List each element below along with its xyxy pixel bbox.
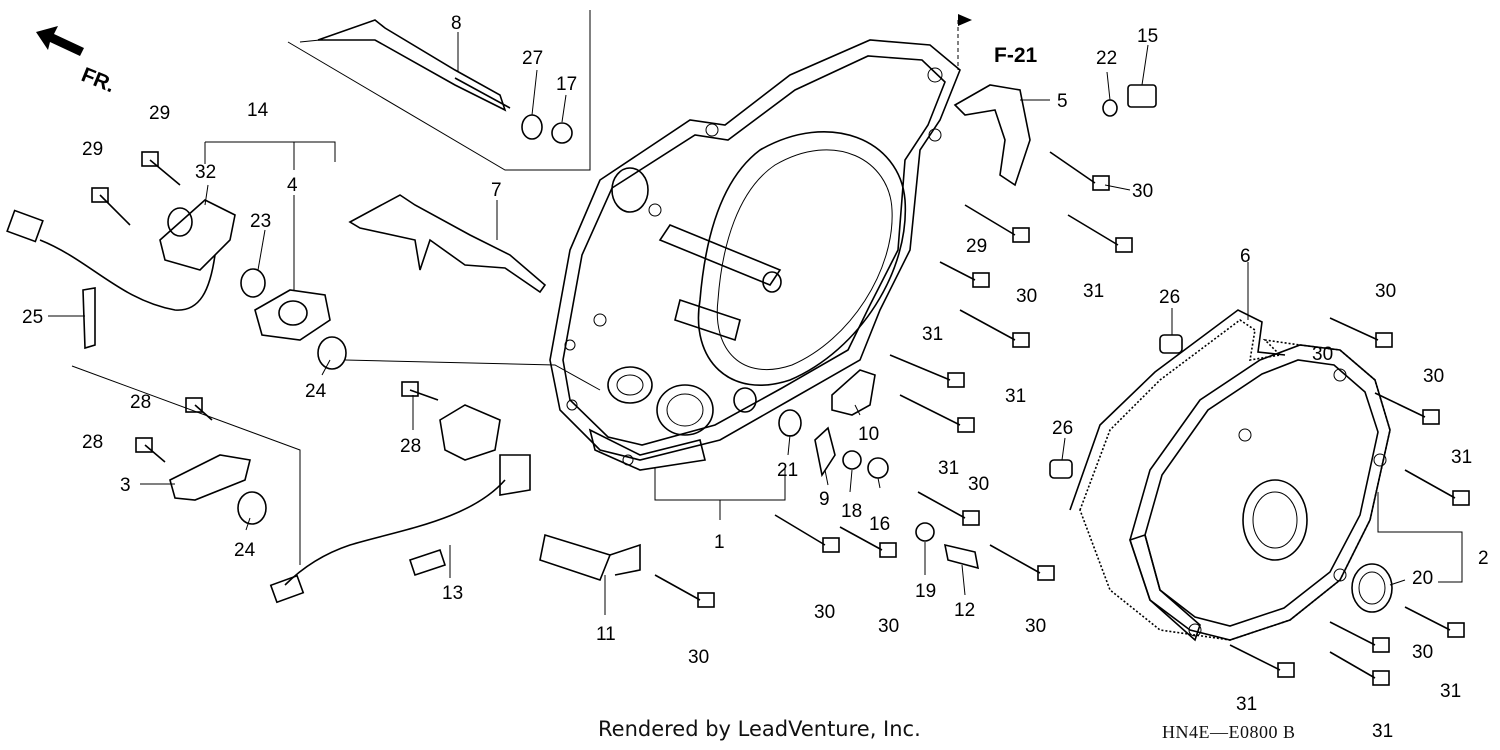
bolt-set bbox=[91, 151, 1470, 686]
callout-30k: 30 bbox=[1312, 344, 1333, 365]
callout-26a: 26 bbox=[1159, 287, 1180, 308]
section-ref-label: F-21 bbox=[994, 44, 1038, 67]
callout-12: 12 bbox=[954, 600, 975, 621]
callout-29c: 29 bbox=[966, 236, 987, 257]
callout-29a: 29 bbox=[149, 103, 170, 124]
dowel-pins bbox=[1049, 334, 1183, 479]
callout-30i: 30 bbox=[688, 647, 709, 668]
callout-17: 17 bbox=[556, 74, 577, 95]
section-ref-arrow-icon bbox=[957, 14, 972, 70]
callout-22: 22 bbox=[1096, 48, 1117, 69]
callout-25: 25 bbox=[22, 307, 43, 328]
subassembly-bracket-lines bbox=[71, 10, 1463, 583]
callout-29b: 29 bbox=[82, 139, 103, 160]
callout-21: 21 bbox=[777, 460, 798, 481]
callout-30h: 30 bbox=[1025, 616, 1046, 637]
bearing-holder-part bbox=[254, 289, 331, 341]
callout-30d: 30 bbox=[1423, 366, 1444, 387]
selector-shaft-part bbox=[348, 194, 547, 294]
callout-16: 16 bbox=[869, 514, 890, 535]
direction-label: FR. bbox=[78, 63, 118, 97]
crankcase-cover-part bbox=[549, 39, 961, 471]
callout-31a: 31 bbox=[1083, 281, 1104, 302]
callout-28a: 28 bbox=[130, 392, 151, 413]
speed-sensor-harness-part bbox=[6, 199, 236, 311]
callout-19: 19 bbox=[915, 581, 936, 602]
right-side-cover-part bbox=[1128, 344, 1391, 642]
callout-26b: 26 bbox=[1052, 418, 1073, 439]
small-brackets bbox=[82, 84, 1031, 570]
callout-31f: 31 bbox=[1440, 681, 1461, 702]
callout-15: 15 bbox=[1137, 26, 1158, 47]
drain-plug-part bbox=[1127, 84, 1157, 108]
callout-13: 13 bbox=[442, 583, 463, 604]
callout-31e: 31 bbox=[1451, 447, 1472, 468]
credit-text: Rendered by LeadVenture, Inc. bbox=[598, 717, 921, 741]
callout-4: 4 bbox=[287, 175, 298, 196]
oil-seal-part bbox=[1351, 563, 1393, 613]
callout-11: 11 bbox=[596, 624, 616, 645]
callout-14: 14 bbox=[247, 100, 269, 121]
callout-leader-lines bbox=[48, 32, 1406, 615]
callout-3: 3 bbox=[120, 475, 131, 496]
callout-30e: 30 bbox=[968, 474, 989, 495]
callout-28b: 28 bbox=[82, 432, 103, 453]
callout-9: 9 bbox=[819, 489, 830, 510]
diagram-code: HN4E—E0800 B bbox=[1162, 722, 1296, 742]
callout-8: 8 bbox=[451, 13, 462, 34]
callout-30b: 30 bbox=[1016, 286, 1037, 307]
callout-1: 1 bbox=[714, 532, 725, 553]
switch-harness-part bbox=[269, 404, 531, 604]
callout-30g: 30 bbox=[878, 616, 899, 637]
callout-5: 5 bbox=[1057, 91, 1068, 112]
callout-31b: 31 bbox=[922, 324, 943, 345]
callout-31d: 31 bbox=[938, 458, 959, 479]
callout-31c: 31 bbox=[1005, 386, 1026, 407]
breather-tube-part bbox=[539, 533, 641, 581]
callout-30c: 30 bbox=[1375, 281, 1396, 302]
callout-labels: 1 2 3 4 5 6 7 8 9 10 11 12 13 14 15 16 1… bbox=[22, 13, 1489, 742]
callout-24b: 24 bbox=[234, 540, 256, 561]
front-direction-arrow-icon bbox=[36, 26, 84, 56]
callout-27: 27 bbox=[522, 48, 543, 69]
callout-24a: 24 bbox=[305, 381, 327, 402]
cover-plate-part bbox=[169, 454, 251, 501]
shift-shaft-part bbox=[317, 19, 511, 112]
callout-7: 7 bbox=[491, 180, 502, 201]
callout-30f: 30 bbox=[814, 602, 835, 623]
callout-20: 20 bbox=[1412, 568, 1433, 589]
callout-32: 32 bbox=[195, 162, 216, 183]
callout-31h: 31 bbox=[1372, 721, 1393, 742]
callout-6: 6 bbox=[1240, 246, 1251, 267]
callout-30a: 30 bbox=[1132, 181, 1153, 202]
callout-28c: 28 bbox=[400, 436, 421, 457]
callout-30j: 30 bbox=[1412, 642, 1433, 663]
cover-gasket-part bbox=[1069, 309, 1391, 641]
callout-2: 2 bbox=[1478, 548, 1489, 569]
callout-10: 10 bbox=[858, 424, 879, 445]
callout-31g: 31 bbox=[1236, 694, 1257, 715]
callout-18: 18 bbox=[841, 501, 862, 522]
callout-23: 23 bbox=[250, 211, 271, 232]
